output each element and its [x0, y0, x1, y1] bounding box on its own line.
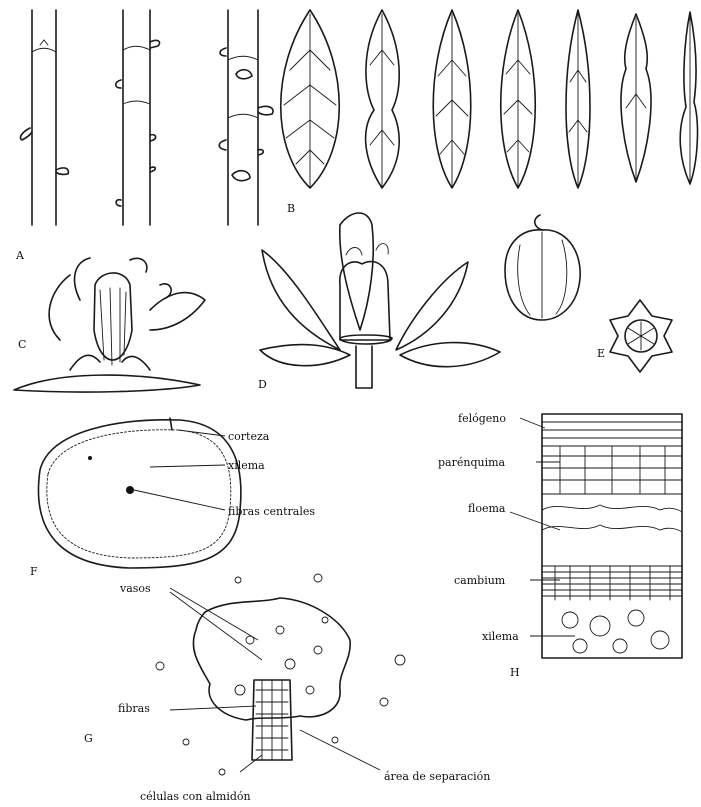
figure-d-flower	[260, 213, 500, 388]
label-vasos: vasos	[119, 582, 151, 595]
panel-label-g: G	[84, 732, 93, 745]
figure-e-fruit	[505, 215, 672, 372]
panel-label-h: H	[510, 666, 520, 679]
label-cambium: cambium	[454, 574, 506, 587]
label-area-separacion: área de separación	[384, 770, 490, 783]
label-xilema-f: xilema	[228, 459, 265, 472]
label-fibras-centrales: fibras centrales	[228, 505, 315, 518]
label-floema: floema	[468, 502, 506, 515]
figure-h-tissue	[510, 414, 682, 658]
panel-label-f: F	[30, 565, 38, 578]
label-celulas-almidon: células con almidón	[140, 790, 251, 803]
figure-a-stems	[20, 10, 273, 225]
figure-c-flower	[14, 258, 205, 392]
label-corteza: corteza	[228, 430, 270, 443]
panel-label-b: B	[287, 202, 295, 215]
figure-b-leaves	[281, 10, 698, 188]
label-felogeno: felógeno	[458, 412, 506, 425]
panel-label-d: D	[258, 378, 267, 391]
panel-label-e: E	[597, 347, 605, 360]
panel-label-a: A	[15, 249, 25, 262]
label-parenquima: parénquima	[438, 456, 506, 469]
figure-g-detail	[156, 574, 405, 775]
label-fibras: fibras	[118, 702, 150, 715]
label-xilema-h: xilema	[482, 630, 519, 643]
panel-label-c: C	[18, 338, 26, 351]
figure-f-cross-section	[38, 418, 240, 568]
